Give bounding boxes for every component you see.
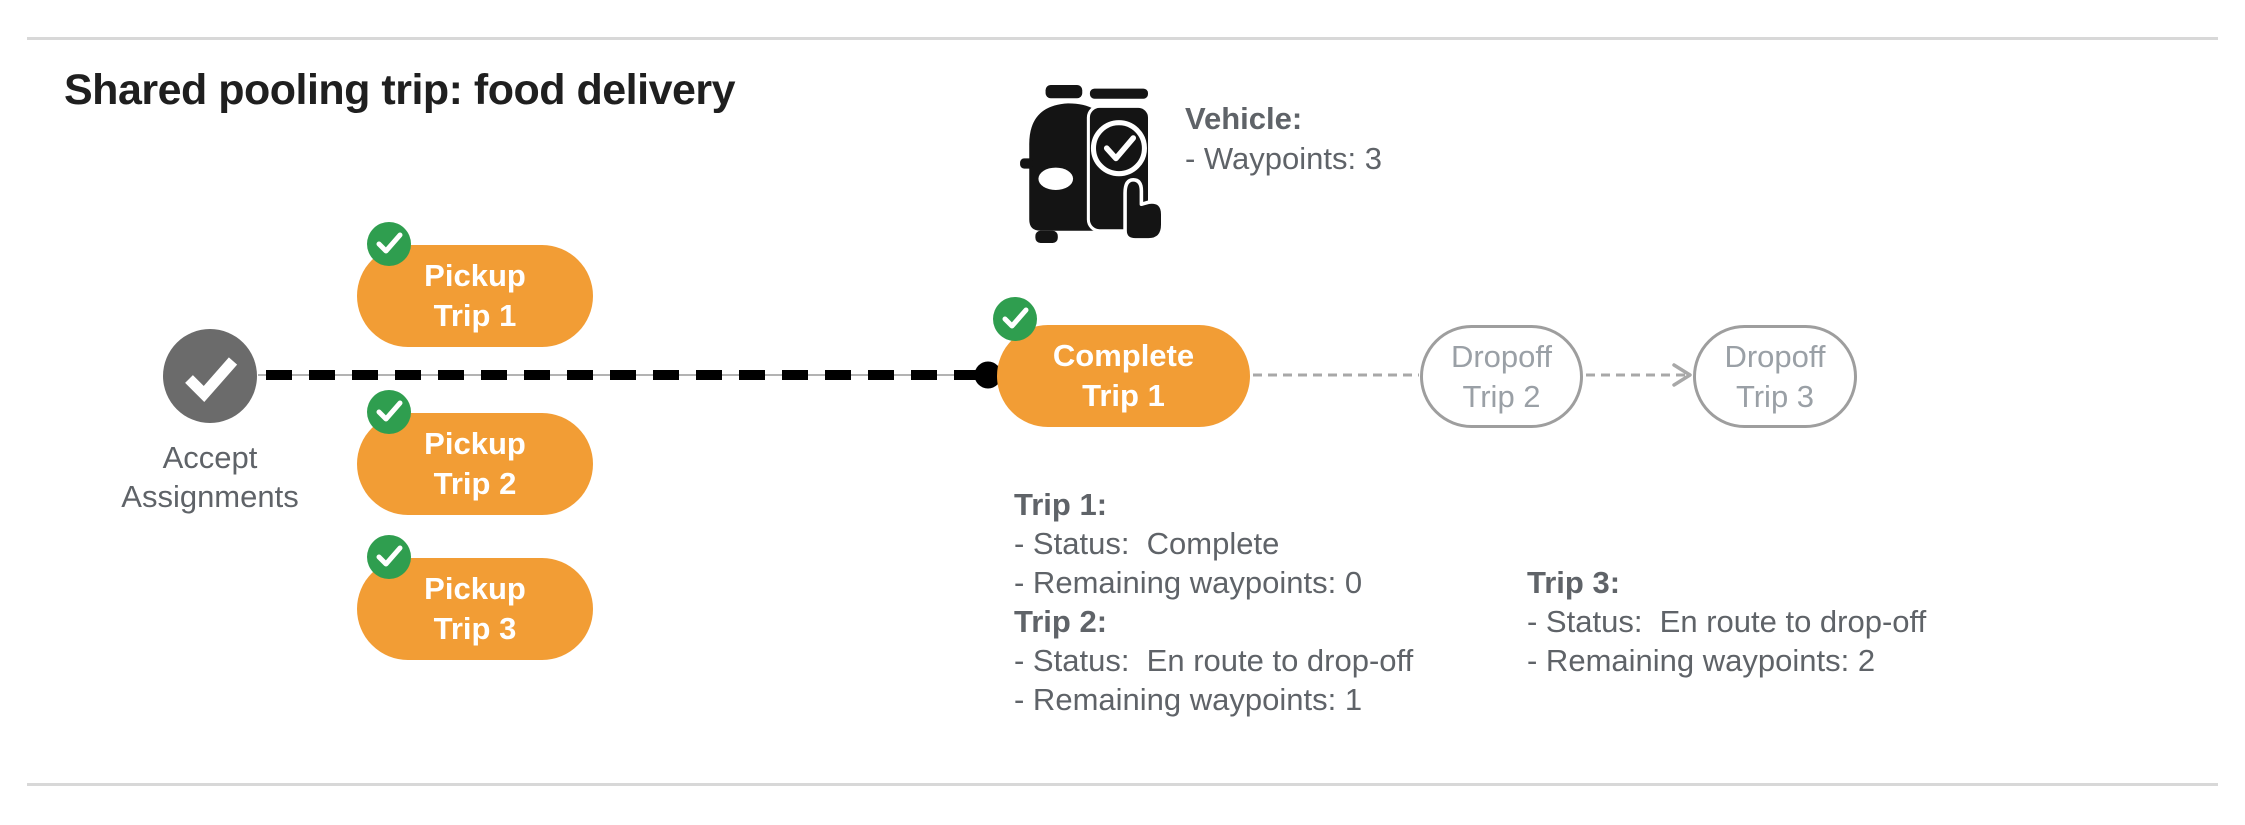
node-pickup-trip-1: Pickup Trip 1 [357,222,593,347]
top-divider [27,37,2218,40]
page-title: Shared pooling trip: food delivery [64,66,736,114]
node-label-line2: Trip 2 [1462,378,1541,414]
check-badge-icon [367,390,411,434]
status-block-trip-3: Trip 3: - Status: En route to drop-off -… [1527,563,1926,680]
accept-label-line2: Assignments [121,479,299,514]
node-dropoff-trip-3: Dropoff Trip 3 [1693,325,1857,428]
node-label-line1: Pickup [424,258,526,293]
trip-status-line: - Status: En route to drop-off [1527,604,1927,639]
node-label-line1: Pickup [424,571,526,606]
node-complete-trip-1: Complete Trip 1 [993,297,1250,427]
trip-heading: Trip 1: [1014,487,1108,522]
node-pickup-trip-3: Pickup Trip 3 [357,535,593,660]
node-label-line2: Trip 2 [433,466,517,501]
trip-waypoints-line: - Remaining waypoints: 1 [1014,682,1363,717]
bottom-divider [27,783,2218,786]
check-circle-icon [185,357,238,403]
node-label-line1: Dropoff [1450,338,1553,374]
node-label-line2: Trip 1 [433,298,517,333]
node-label-line1: Pickup [424,426,526,461]
vehicle-heading: Vehicle: [1185,101,1303,136]
trip-status-line: - Status: Complete [1014,526,1280,561]
node-label-line1: Complete [1052,338,1195,373]
check-badge-icon [367,535,411,579]
trip-status-line: - Status: En route to drop-off [1014,643,1414,678]
trip-waypoints-line: - Remaining waypoints: 2 [1527,643,1876,678]
status-item-trip-2: Trip 2: - Status: En route to drop-off -… [1014,602,1413,719]
accept-assignments-label: Accept Assignments [60,438,360,516]
trip-heading: Trip 3: [1527,565,1621,600]
trip-waypoints-line: - Remaining waypoints: 0 [1014,565,1363,600]
status-block-trips-1-2: Trip 1: - Status: Complete - Remaining w… [1014,485,1413,719]
vehicle-waypoints: - Waypoints: 3 [1185,141,1382,176]
node-label-line2: Trip 1 [1082,378,1165,413]
car-phone-check-icon [1020,85,1165,243]
status-item-trip-3: Trip 3: - Status: En route to drop-off -… [1527,563,1926,680]
check-badge-icon [367,222,411,266]
node-pickup-trip-2: Pickup Trip 2 [357,390,593,515]
node-label-line2: Trip 3 [1735,378,1815,414]
node-label-line1: Dropoff [1724,338,1826,374]
accept-label-line1: Accept [162,440,258,475]
vehicle-info: Vehicle: - Waypoints: 3 [1185,99,1382,179]
trip-heading: Trip 2: [1014,604,1108,639]
node-label-line2: Trip 3 [433,611,517,646]
node-accept-assignments [163,329,257,423]
node-dropoff-trip-2: Dropoff Trip 2 [1420,325,1583,428]
arrowhead-icon [1672,363,1692,387]
status-item-trip-1: Trip 1: - Status: Complete - Remaining w… [1014,485,1413,602]
check-badge-icon [993,297,1037,341]
